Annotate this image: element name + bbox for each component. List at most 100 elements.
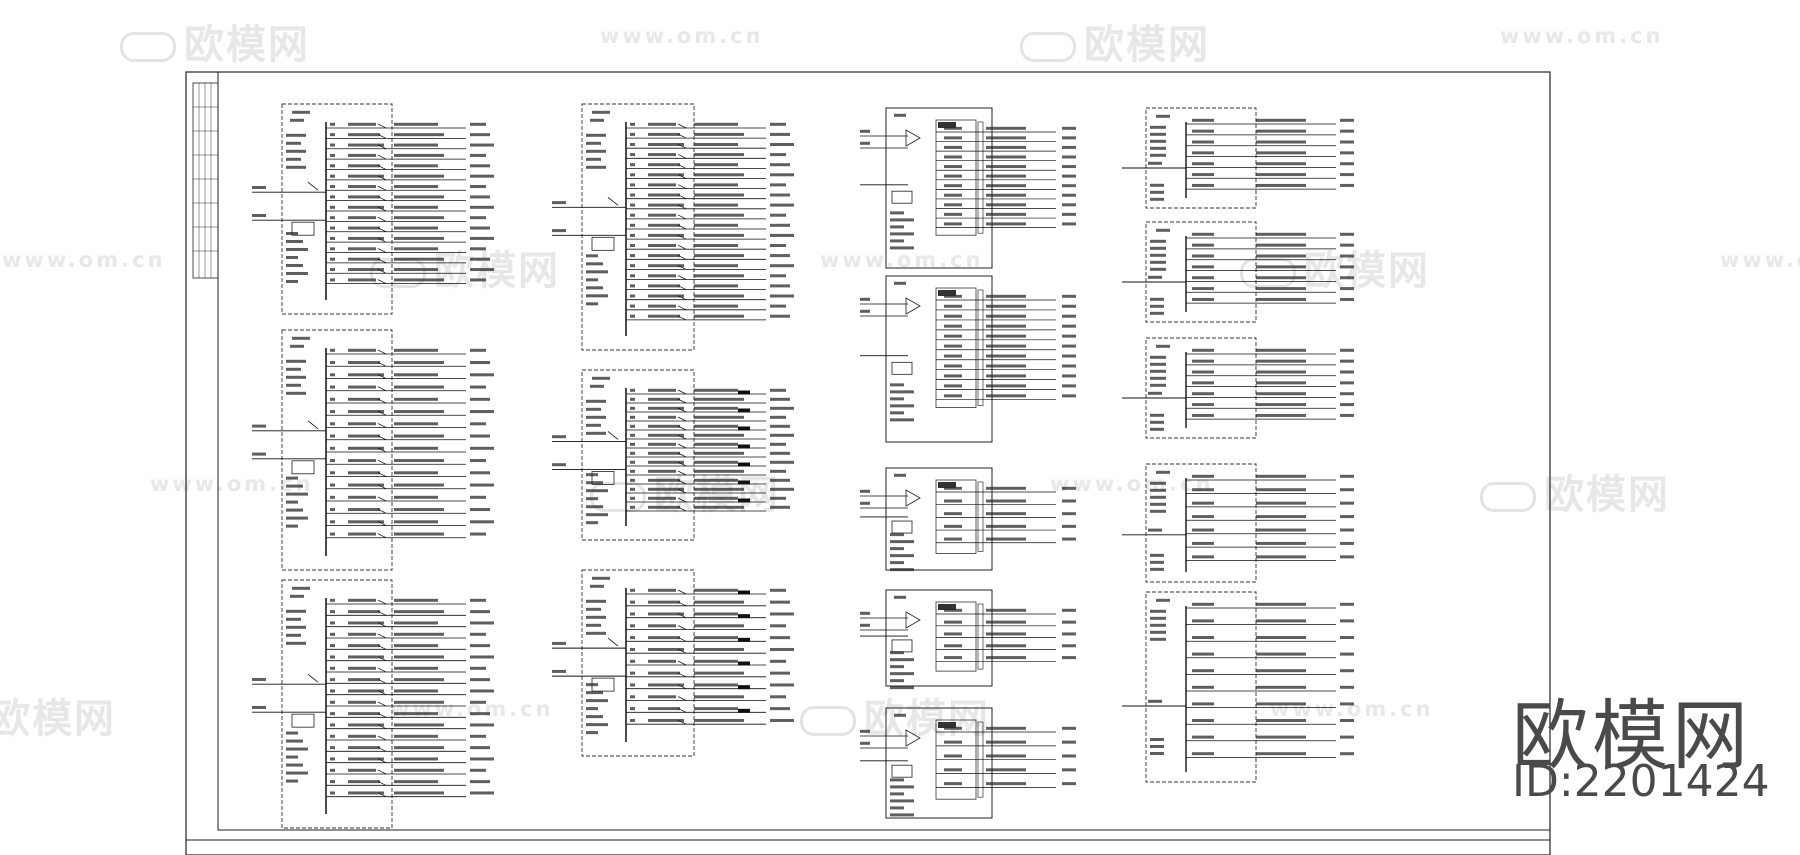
breaker-symbol (677, 497, 687, 503)
cable-spec (694, 244, 738, 247)
cable-spec (394, 385, 444, 389)
load-label (770, 424, 790, 428)
meter-header (938, 604, 956, 610)
panel-boundary (281, 103, 393, 315)
breaker-symbol (377, 185, 387, 191)
breaker-spec (648, 659, 676, 663)
breaker-spec (1192, 140, 1214, 144)
breaker-spec (648, 588, 676, 592)
panel-note (1150, 427, 1164, 431)
panel-title (1156, 228, 1170, 232)
cable-spec (394, 122, 438, 126)
breaker-spec (648, 294, 684, 298)
meter-header (938, 290, 956, 296)
circuit-number (630, 244, 635, 247)
breaker-spec (944, 294, 962, 298)
cable-spec (394, 459, 444, 463)
load-label (470, 361, 490, 365)
feeder-label (1148, 161, 1162, 165)
breaker-spec (944, 155, 962, 159)
breaker-spec (1192, 232, 1214, 236)
circuit-number (630, 424, 635, 428)
cable-spec (986, 394, 1026, 398)
panel-title (1156, 470, 1170, 474)
load-label (470, 471, 490, 475)
breaker-symbol (677, 204, 687, 210)
cable-spec (1256, 474, 1306, 478)
load-tag (738, 498, 750, 503)
breaker-symbol (377, 599, 387, 605)
load-label (470, 459, 486, 463)
circuit-number (330, 216, 335, 220)
breaker-spec (648, 284, 680, 288)
panel-note (890, 232, 914, 236)
brand-name: 欧模网 (1512, 691, 1752, 780)
cable-spec (694, 122, 738, 126)
cable-spec (986, 145, 1026, 149)
breaker-spec (348, 422, 376, 426)
cable-spec (694, 254, 744, 258)
cable-spec (1256, 381, 1306, 385)
panel-boundary (581, 569, 695, 757)
transformer-symbol (905, 611, 921, 629)
panel-note (890, 799, 914, 803)
panel-parameter (586, 607, 601, 611)
breaker-symbol (377, 248, 387, 253)
meter-box (935, 287, 977, 408)
transformer-symbol (905, 729, 921, 747)
circuit-number (630, 203, 635, 207)
breaker-spec (1192, 619, 1214, 623)
load-label (1340, 140, 1354, 144)
load-label (770, 695, 786, 699)
cable-spec (986, 314, 1026, 318)
cable-spec (1256, 265, 1306, 269)
breaker-spec (944, 537, 962, 541)
circuit-number (330, 700, 335, 704)
panel-note (1150, 197, 1164, 201)
cable-spec (1256, 359, 1306, 363)
breaker-spec (348, 410, 384, 414)
circuit-number (630, 505, 635, 509)
breaker-spec (944, 203, 962, 207)
breaker-symbol (377, 258, 387, 264)
breaker-symbol (677, 672, 687, 678)
load-label (1062, 537, 1076, 541)
feeder-label (252, 214, 266, 217)
terminal-strip (977, 481, 984, 552)
load-label (470, 757, 494, 761)
breaker-symbol (677, 660, 687, 666)
load-label (1340, 381, 1354, 385)
cable-spec (694, 659, 738, 663)
breaker-spec (348, 247, 376, 251)
load-label (770, 143, 794, 146)
panel-note (586, 497, 598, 501)
cable-spec (986, 344, 1026, 348)
panel-note (890, 554, 914, 558)
breaker-symbol (377, 633, 387, 639)
panel-note (890, 813, 914, 817)
panel-parameter (1150, 246, 1166, 250)
panel-parameter (286, 367, 301, 371)
panel-parameter (1150, 509, 1166, 513)
load-label (470, 780, 490, 784)
panel-note (890, 651, 904, 655)
breaker-symbol (377, 374, 387, 379)
panel-parameter (1150, 488, 1166, 492)
cable-spec (986, 632, 1026, 636)
panel-parameter (286, 141, 301, 145)
circuit-number (630, 433, 635, 437)
cable-spec (694, 478, 738, 482)
load-tag (738, 480, 750, 485)
revision-block (192, 82, 219, 279)
breaker-spec (944, 314, 962, 318)
breaker-spec (348, 143, 384, 147)
cable-spec (1256, 254, 1306, 258)
circuit-number (330, 236, 335, 240)
panel-note (890, 540, 914, 544)
cable-spec (986, 608, 1026, 612)
cable-spec (1256, 555, 1306, 559)
load-label (1062, 632, 1076, 636)
load-label (1062, 222, 1076, 226)
breaker-symbol (377, 667, 387, 673)
cable-spec (694, 223, 738, 227)
